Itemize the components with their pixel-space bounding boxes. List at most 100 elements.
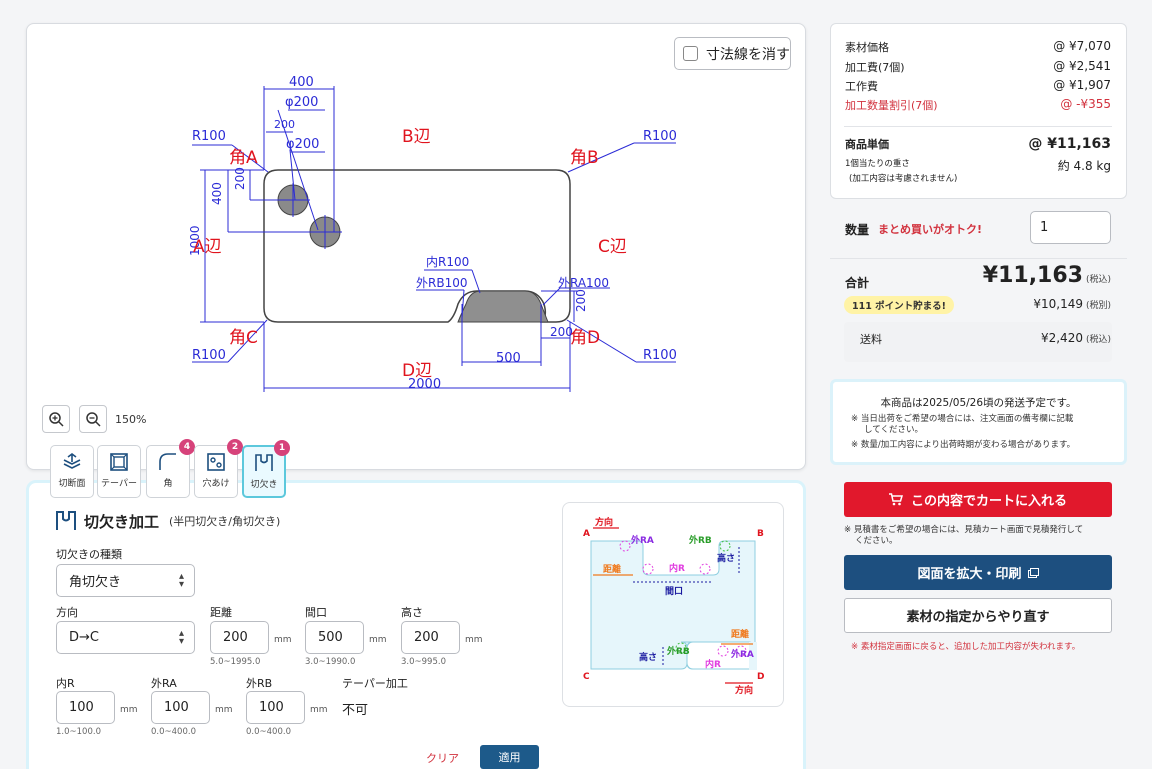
radius-c: R100 xyxy=(192,348,226,363)
add-to-cart-button[interactable]: この内容でカートに入れる xyxy=(844,482,1112,517)
diag-opening: 間口 xyxy=(665,586,683,597)
diag-distance-top: 距離 xyxy=(603,563,621,575)
notch-type-value: 角切欠き xyxy=(69,575,122,590)
dim-hole1: φ200 xyxy=(285,95,318,110)
tab-drill[interactable]: 穴あけ 2 xyxy=(194,439,243,498)
direction-value: D→C xyxy=(69,630,99,645)
dim-200-mid: 200 xyxy=(274,118,295,131)
outer-ra-unit: mm xyxy=(215,705,233,715)
zoom-out-icon xyxy=(86,412,101,427)
notch-type-select[interactable]: 角切欠き ▴▾ xyxy=(56,564,195,597)
taper-label: テーパー加工 xyxy=(342,677,408,690)
apply-button[interactable]: 適用 xyxy=(480,745,539,769)
distance-label: 距離 xyxy=(210,606,232,619)
opening-unit: mm xyxy=(369,635,387,645)
diag-corner-d: D xyxy=(757,672,764,682)
cut-surface-icon xyxy=(63,453,81,469)
processing-fee-value: @ ¥2,541 xyxy=(1053,59,1111,73)
inner-r-input[interactable]: 100 xyxy=(56,691,115,724)
outer-ra-input[interactable]: 100 xyxy=(151,691,210,724)
price-card xyxy=(830,23,1127,199)
corner-d-label: 角D xyxy=(570,328,600,348)
total-amount: ¥11,163 xyxy=(982,263,1083,288)
total-label: 合計 xyxy=(845,276,870,290)
dim-400-top: 400 xyxy=(289,75,314,90)
clear-button[interactable]: クリア xyxy=(426,752,459,765)
notch-count-badge: 1 xyxy=(274,440,290,456)
unit-price-label: 商品単価 xyxy=(845,138,889,151)
tab-corner[interactable]: 角 4 xyxy=(146,439,195,498)
cart-icon xyxy=(888,493,903,506)
height-input[interactable]: 200 xyxy=(401,621,460,654)
enlarge-print-button[interactable]: 図面を拡大・印刷 xyxy=(844,555,1112,590)
excl-amount: ¥10,149 xyxy=(1033,297,1083,311)
enlarge-print-label: 図面を拡大・印刷 xyxy=(917,567,1022,582)
hide-dimensions-checkbox[interactable]: 寸法線を消す xyxy=(674,37,791,70)
tab-cut-surface[interactable]: 切断面 xyxy=(50,445,94,498)
quantity-input[interactable]: 1 xyxy=(1030,211,1111,244)
tax-ex-note: (税別) xyxy=(1085,301,1111,311)
radius-a: R100 xyxy=(192,129,226,144)
drill-icon xyxy=(207,453,225,471)
restart-material-button[interactable]: 素材の指定からやり直す xyxy=(844,598,1112,633)
diag-outer-rb-top: 外RB xyxy=(688,534,712,546)
work-fee-value: @ ¥1,907 xyxy=(1053,78,1111,92)
weight-note: (加工内容は考慮されません) xyxy=(849,174,958,184)
diag-inner-r-top: 内R xyxy=(669,562,685,574)
side-d-label: D辺 xyxy=(402,361,432,381)
drill-count-badge: 2 xyxy=(227,439,243,455)
outer-ra-range: 0.0~400.0 xyxy=(151,727,196,737)
dim-500: 500 xyxy=(496,351,521,366)
zoom-level: 150% xyxy=(115,413,147,426)
taper-value: 不可 xyxy=(342,703,369,718)
radius-b: R100 xyxy=(643,129,677,144)
distance-input[interactable]: 200 xyxy=(210,621,269,654)
tax-in-note: (税込) xyxy=(1085,275,1111,285)
diag-corner-b: B xyxy=(757,529,764,539)
outer-rb-unit: mm xyxy=(310,705,328,715)
corner-icon xyxy=(159,453,176,470)
dimension-lines xyxy=(192,86,676,392)
quantity-divider xyxy=(830,258,1127,259)
corner-a-label: 角A xyxy=(229,148,258,168)
zoom-in-icon xyxy=(49,412,64,427)
quantity-label: 数量 xyxy=(845,223,870,237)
work-fee-label: 工作費 xyxy=(845,80,878,93)
side-a-label: A辺 xyxy=(193,237,222,257)
shipping-label: 送料 xyxy=(860,333,882,346)
discount-label: 加工数量割引(7個) xyxy=(845,99,938,112)
notch-icon xyxy=(255,454,273,471)
distance-range: 5.0~1995.0 xyxy=(210,657,261,667)
zoom-in-button[interactable] xyxy=(42,405,70,433)
tab-label: テーパー xyxy=(101,479,137,489)
dim-200-bottom: 200 xyxy=(550,325,573,339)
price-divider xyxy=(844,126,1112,127)
material-price-label: 素材価格 xyxy=(845,41,889,54)
inner-r-label: 内R xyxy=(56,677,75,690)
outer-rb-input[interactable]: 100 xyxy=(246,691,305,724)
tab-label: 穴あけ xyxy=(202,479,230,489)
dim-1000: 1000 xyxy=(188,225,202,256)
zoom-out-button[interactable] xyxy=(79,405,107,433)
tab-taper[interactable]: テーパー xyxy=(97,445,141,498)
outer-rb-range: 0.0~400.0 xyxy=(246,727,291,737)
notch-type-label: 切欠きの種類 xyxy=(56,548,122,561)
outer-ra-label: 外RA xyxy=(151,677,177,690)
opening-label: 間口 xyxy=(305,606,327,619)
dim-hole2: φ200 xyxy=(286,137,319,152)
diag-direction-top: 方向 xyxy=(595,516,613,528)
tab-notch[interactable]: 切欠き 1 xyxy=(242,440,290,498)
height-unit: mm xyxy=(465,635,483,645)
diag-height-bottom: 高さ xyxy=(639,651,657,663)
dim-200-right: 200 xyxy=(574,289,588,312)
diag-corner-a: A xyxy=(583,529,590,539)
notch-area xyxy=(457,290,549,323)
shipping-notice-box xyxy=(830,379,1127,465)
opening-input[interactable]: 500 xyxy=(305,621,364,654)
processing-fee-label: 加工費(7個) xyxy=(845,61,905,74)
checkbox-box[interactable] xyxy=(683,46,698,61)
weight-value: 約 4.8 kg xyxy=(1057,159,1111,173)
points-badge: 111 ポイント貯まる! xyxy=(844,296,954,314)
direction-select[interactable]: D→C ▴▾ xyxy=(56,621,195,654)
